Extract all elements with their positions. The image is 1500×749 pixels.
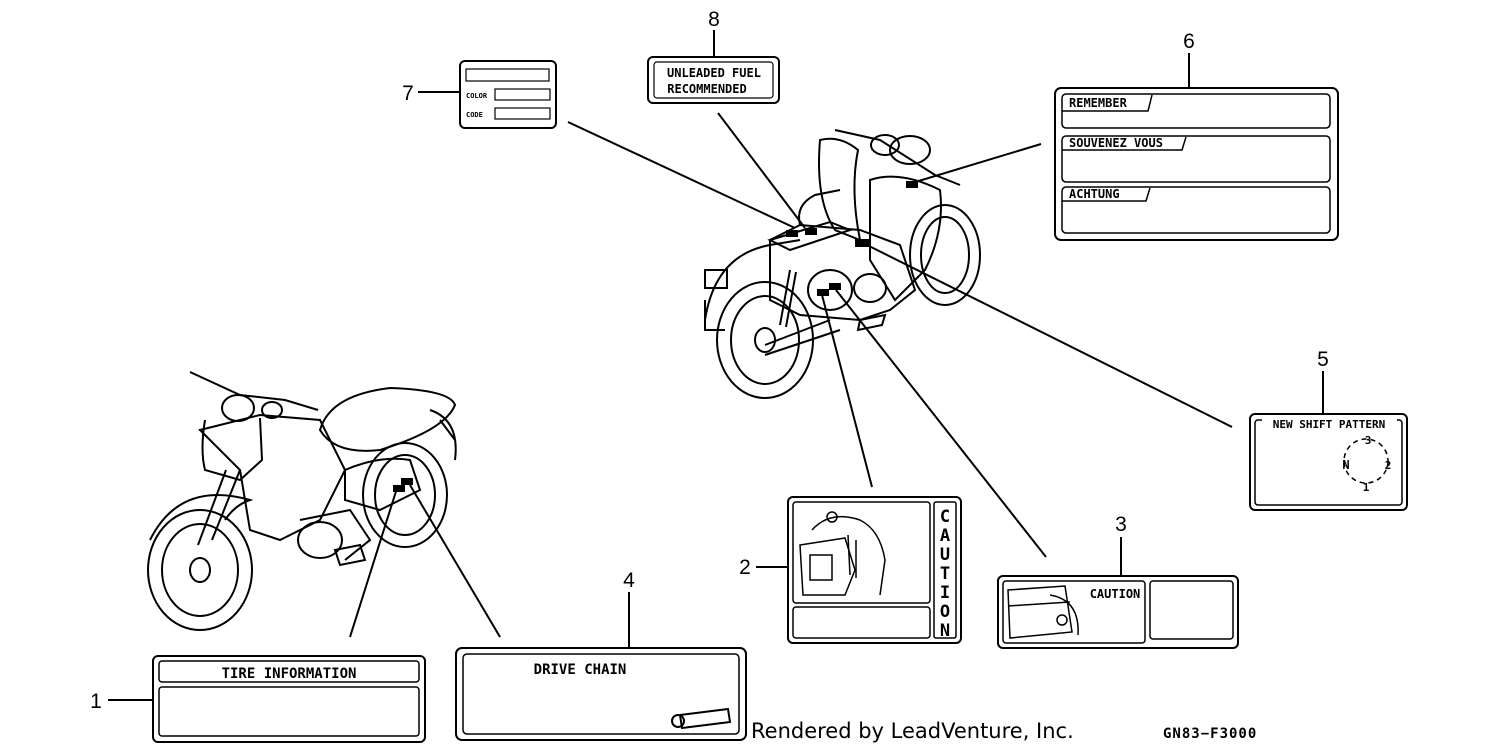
callout-3: 3 — [1115, 513, 1127, 536]
leader-line-2 — [821, 294, 873, 488]
achtung-text: ACHTUNG — [1069, 187, 1120, 201]
unleaded-fuel-line1: UNLEADED FUEL — [667, 66, 761, 80]
unleaded-fuel-label: UNLEADED FUEL RECOMMENDED — [647, 56, 780, 104]
callout-4: 4 — [623, 569, 635, 592]
callout-8: 8 — [708, 8, 720, 31]
caution-battery-label: CAUTION — [997, 575, 1239, 649]
motorcycle-right-illustration — [704, 129, 981, 399]
callout-5: 5 — [1317, 348, 1329, 371]
new-shift-pattern-label: NEW SHIFT PATTERN 3 N 2 1 — [1249, 413, 1408, 511]
remember-warning-label: REMEMBER SOUVENEZ VOUS ACHTUNG — [1054, 87, 1339, 241]
caution-letter-u: U — [940, 545, 950, 565]
callout-6: 6 — [1183, 30, 1195, 53]
caution-letter-a: A — [940, 526, 950, 546]
rendered-by-text: Rendered by LeadVenture, Inc. — [751, 719, 1074, 743]
shift-digit-2: 2 — [1385, 459, 1392, 472]
battery-icon — [1007, 585, 1079, 639]
caution-vertical-label: C A U T I O N — [787, 496, 962, 644]
leader-line-6 — [911, 143, 1042, 184]
code-text: CODE — [466, 111, 483, 119]
caution-text: CAUTION — [1090, 587, 1141, 601]
callout-7: 7 — [402, 82, 414, 105]
new-shift-pattern-text: NEW SHIFT PATTERN — [1273, 418, 1386, 431]
battery-warning-illustration — [799, 511, 886, 596]
wrench-icon — [671, 707, 732, 730]
drive-chain-text: DRIVE CHAIN — [534, 662, 627, 678]
motorcycle-left-illustration — [147, 371, 457, 631]
leader-line-5 — [864, 243, 1233, 428]
remember-text: REMEMBER — [1069, 96, 1128, 110]
diagram-code-text: GN83−F3000 — [1163, 726, 1257, 742]
tire-information-label: TIRE INFORMATION — [152, 655, 426, 743]
caution-letter-o: O — [940, 602, 950, 622]
tire-information-text: TIRE INFORMATION — [222, 666, 357, 682]
leader-lines — [108, 30, 1324, 701]
callout-2: 2 — [739, 556, 751, 579]
shift-digit-3: 3 — [1365, 434, 1372, 447]
leader-line-7 — [567, 121, 796, 229]
shift-pattern-diagram: 3 N 2 1 — [1342, 434, 1391, 494]
leader-line-1 — [349, 484, 399, 638]
shift-digit-1: 1 — [1363, 481, 1370, 494]
callout-1: 1 — [90, 690, 102, 713]
callout-numbers: 1 2 3 4 5 6 7 8 — [90, 8, 1329, 713]
color-text: COLOR — [466, 92, 488, 100]
caution-letter-n: N — [940, 621, 950, 641]
unleaded-fuel-line2: RECOMMENDED — [667, 82, 746, 96]
color-code-label: COLOR CODE — [459, 60, 557, 129]
shift-digit-n: N — [1342, 458, 1349, 472]
leader-line-8 — [717, 112, 806, 229]
leader-line-3 — [835, 289, 1047, 558]
caution-vertical-text: C A U T I O N — [940, 507, 950, 641]
leader-line-4 — [409, 484, 501, 638]
caution-letter-i: I — [940, 583, 950, 603]
drive-chain-label: DRIVE CHAIN — [455, 647, 747, 741]
caution-letter-c: C — [940, 507, 950, 527]
caution-letter-t: T — [940, 564, 950, 584]
souvenez-vous-text: SOUVENEZ VOUS — [1069, 136, 1163, 150]
